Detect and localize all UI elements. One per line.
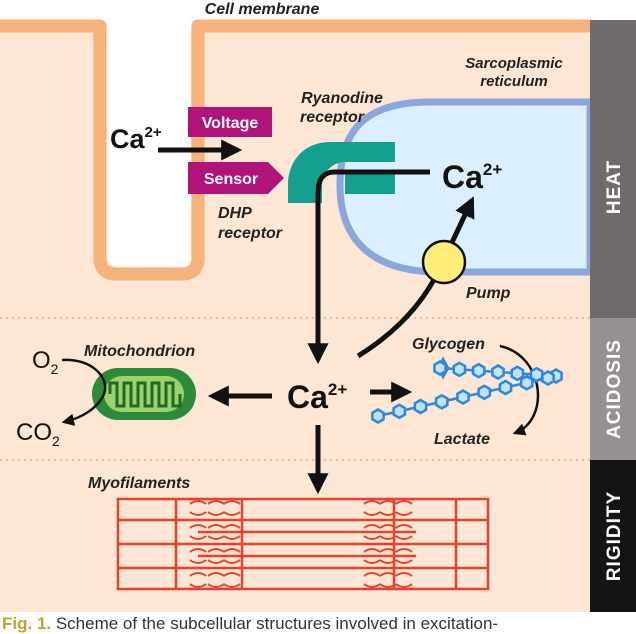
pump-label: Pump [466,285,511,302]
glycogen-unit [413,398,428,415]
glycogen-unit [433,360,447,376]
band-acidosis-label: ACIDOSIS [604,339,625,439]
dhp-receptor-label-2: receptor [218,225,283,242]
glycogen-unit [452,361,467,378]
sensor-label: Sensor [204,171,258,188]
band-rigidity [590,460,636,612]
glycogen-label: Glycogen [412,336,485,353]
band-acidosis [590,318,636,460]
myosin-heads [189,500,413,588]
myosin-head [379,524,397,540]
myosin-head [207,500,225,516]
outside-cell [0,0,636,20]
glycogen-unit [541,370,555,386]
cell-membrane [0,19,590,281]
sarcoplasmic-reticulum-label-1: Sarcoplasmic [465,55,563,72]
myosin-head [189,524,207,540]
myosin-head [395,500,413,516]
calcium-extracellular: Ca2+ [110,124,162,154]
dhp-receptor-label-1: DHP [218,205,252,222]
calcium-reticulum: Ca2+ [442,159,502,195]
diagram-canvas: HEAT ACIDOSIS RIGIDITY Cell membrane Sar… [0,0,636,612]
myosin-head [207,548,225,564]
myosin-head [363,524,381,540]
myosin-head [223,524,241,540]
respiration-arrow [61,358,107,426]
myosin-head [189,572,207,588]
myosin-head [363,548,381,564]
glycogen-unit [477,384,492,401]
myosin-head [395,572,413,588]
myosin-head [395,524,413,540]
myosin-head [379,500,397,516]
myosin-head [363,500,381,516]
myosin-head [379,572,397,588]
carbon-dioxide-label: CO2 [16,419,60,449]
glycogen-unit [456,389,470,405]
myofilaments [116,497,490,591]
myosin-head [363,572,381,588]
glycogen-unit [371,408,385,424]
calcium-cytosolic: Ca2+ [287,379,347,415]
myosin-head [223,572,241,588]
glycogen-unit [392,403,407,420]
myosin-head [207,524,225,540]
myosin-head [189,500,207,516]
glycolysis-arrow [499,344,540,436]
myosin-head [223,548,241,564]
glycogen-unit [491,364,505,380]
voltage-sensor-top [188,107,272,137]
band-heat-label: HEAT [604,160,625,214]
lactate-label: Lactate [434,431,490,448]
sarcoplasmic-reticulum-label-2: reticulum [480,73,548,90]
band-heat [590,20,636,318]
mitochondrion-cristae [108,381,182,408]
myofilaments-label: Myofilaments [88,475,190,492]
glycogen-unit [510,365,525,382]
myosin-head [207,572,225,588]
ryanodine-receptor-label-2: receptor [300,109,365,126]
calcium-release-path [307,169,430,365]
band-rigidity-label: RIGIDITY [604,491,625,581]
myosin-head [379,548,397,564]
figure-number: Fig. 1. [2,614,52,633]
mitochondrion-label: Mitochondrion [84,343,195,360]
myosin-head [189,548,207,564]
t-tubule-lumen [107,20,191,267]
myosin-head [395,548,413,564]
cell-membrane-label: Cell membrane [205,1,320,18]
glycogen-unit [471,362,486,379]
myosin-head [223,500,241,516]
pump [421,239,467,285]
ryanodine-receptor-label-1: Ryanodine [301,90,383,107]
oxygen-label: O2 [32,347,59,377]
glycogen-unit [519,374,534,391]
glycogen-unit [498,379,513,396]
ryanodine-receptor [288,142,395,203]
glycogen-molecules [371,360,563,424]
voltage-sensor-bottom [188,162,284,194]
caption-text: Scheme of the subcellular structures inv… [51,614,499,633]
ryanodine-receptor-lower [345,172,395,194]
figure-caption: Fig. 1. Scheme of the subcellular struct… [2,613,634,634]
sarcoplasmic-reticulum [336,98,594,276]
glycogen-unit [434,393,449,410]
voltage-label: Voltage [202,115,259,132]
